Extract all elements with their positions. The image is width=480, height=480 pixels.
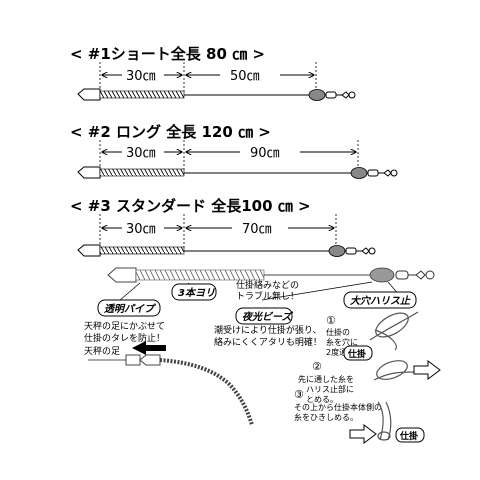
rig-2-title: < #2 ロング 全長 120 ㎝ > (70, 123, 271, 141)
step-2-num: ② (312, 360, 322, 373)
tenbin-rig-drawing (88, 354, 254, 426)
label-3yori-text: 3本ヨリ (178, 287, 215, 299)
step-1-knot-icon (369, 311, 419, 351)
rig-3-seg-left: 30㎝ (126, 222, 156, 237)
rig-2-seg-right: 90㎝ (250, 146, 280, 161)
step-3-num: ③ (294, 388, 304, 401)
note-pipe-1: 天秤の足にかぶせて (84, 321, 165, 332)
rig-3-seg-right: 70㎝ (242, 222, 272, 237)
tenbin-arrow-icon (132, 341, 166, 355)
rig-3-dimensions (99, 214, 337, 250)
label-ohari-text: 大穴ハリス止 (350, 295, 411, 307)
note-3yori-2: トラブル無し！ (236, 290, 299, 302)
step-3-tag-text: 仕掛 (399, 430, 419, 442)
step-2-tag-text: 仕掛 (347, 348, 367, 360)
step-1-num: ① (326, 314, 336, 327)
step-3-arrow-icon (349, 424, 377, 444)
rig-3-title: < #3 スタンダード 全長100 ㎝ > (70, 197, 311, 215)
step-2-line-1: 先に通した糸を (298, 374, 354, 384)
label-beads-text: 夜光ビーズ (242, 311, 293, 323)
rig-2-line (77, 166, 398, 179)
label-tomei-pipe: 透明パイプ (97, 299, 161, 317)
rig-3: < #3 スタンダード 全長100 ㎝ > 30㎝ 70㎝ (70, 197, 376, 257)
step-2-knot-icon (373, 360, 417, 381)
rig-2: < #2 ロング 全長 120 ㎝ > 30㎝ 90㎝ (70, 123, 398, 179)
rig-3-line (77, 244, 376, 257)
rig-1-title: < #1ショート全長 80 ㎝ > (70, 45, 265, 63)
step-3-line-1: その上から仕掛本体側の (294, 402, 382, 412)
rig-1: < #1ショート全長 80 ㎝ > 30㎝ 50㎝ (70, 45, 356, 101)
step-3-knot-icon (377, 401, 392, 441)
label-3yori: 3本ヨリ (171, 283, 217, 301)
label-tenbin: 天秤の足 (84, 346, 120, 357)
step-3: ③ その上から仕掛本体側の 糸をひきしめる。 仕掛 (294, 388, 425, 444)
step-2-arrow-icon (413, 360, 441, 380)
note-pipe-2: 仕掛のタレを防止！ (84, 332, 165, 344)
rig-1-seg-right: 50㎝ (230, 69, 260, 84)
step-2-line-3: とめる。 (306, 395, 338, 404)
step-3-line-2: 糸をひきしめる。 (294, 412, 358, 422)
step-1-line-1: 仕掛の (326, 327, 350, 337)
note-beads-1: 潮受けにより仕掛が張り、 (214, 324, 321, 336)
label-tomei-pipe-text: 透明パイプ (104, 303, 156, 315)
rig-1-seg-left: 30㎝ (126, 69, 156, 84)
step-2-line-2: ハリス止部に (306, 384, 354, 394)
detail-section: 3本ヨリ 仕掛絡みなどの トラブル無し！ 透明パイプ 天秤の足にかぶせて 仕掛の… (84, 267, 441, 444)
rig-2-seg-left: 30㎝ (126, 146, 156, 161)
step-2-tag: 仕掛 (343, 345, 373, 361)
label-ohari: 大穴ハリス止 (343, 291, 417, 309)
note-beads-2: 絡みにくくアタリも明確！ (214, 336, 322, 348)
label-beads: 夜光ビーズ (235, 307, 293, 325)
step-1-line-2: 糸を穴に (326, 337, 358, 347)
step-2: ② 先に通した糸を ハリス止部に とめる。 仕掛 (298, 345, 441, 404)
rig-1-line (77, 88, 356, 101)
rig-2-dimensions (99, 140, 359, 172)
rig-1-dimensions (99, 62, 317, 94)
detail-rig-enlarged (107, 267, 435, 283)
step-3-tag: 仕掛 (395, 427, 425, 443)
note-3yori-1: 仕掛絡みなどの (236, 279, 299, 291)
